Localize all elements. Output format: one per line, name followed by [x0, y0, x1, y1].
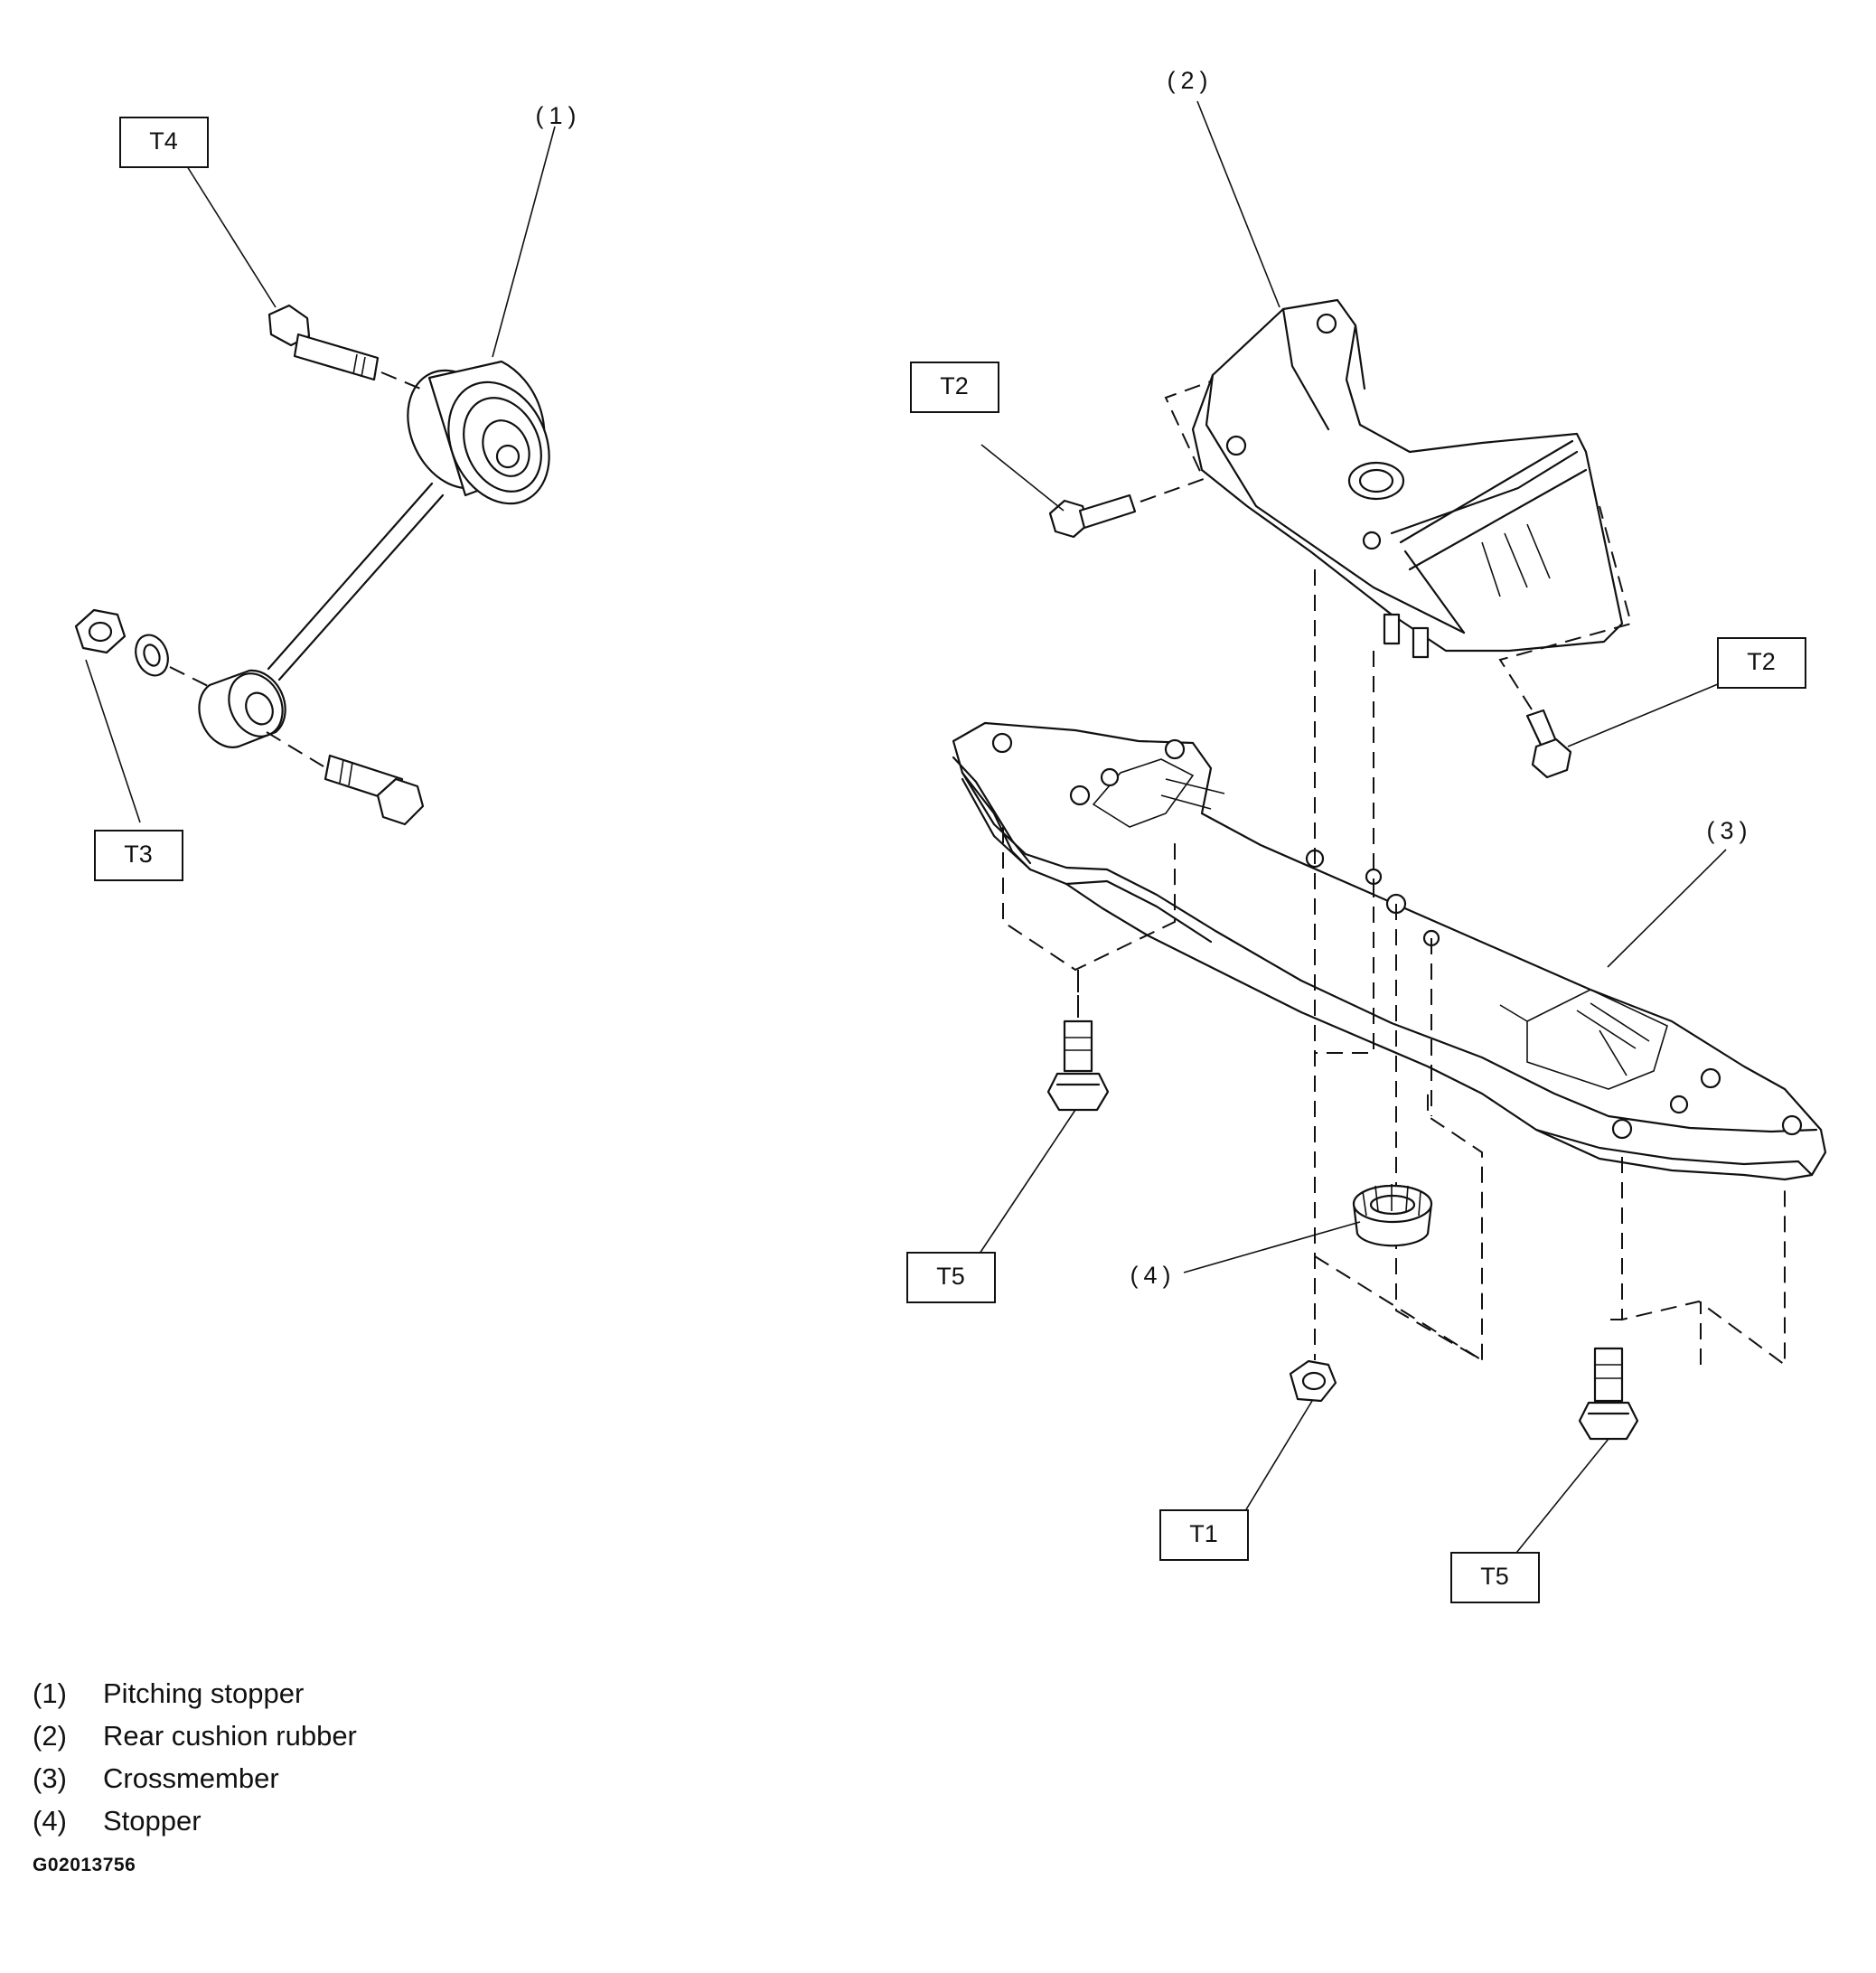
- parts-legend: (1) Pitching stopper (2) Rear cushion rubb…: [33, 1672, 357, 1842]
- callout-2: (2): [1168, 67, 1214, 94]
- rear-cushion-rubber-assembly: [1191, 298, 1624, 659]
- bolt-lower-left: [324, 754, 425, 826]
- bolt-t4: [267, 304, 380, 381]
- callout-1: (1): [536, 102, 582, 129]
- svg-text:T4: T4: [149, 127, 178, 155]
- washer: [135, 634, 169, 677]
- tag-t5-left: T5: [906, 1252, 996, 1303]
- tag-t2-left: T2: [910, 362, 999, 413]
- bolt-t5-right: [1578, 1347, 1639, 1441]
- tag-t3: T3: [94, 830, 183, 881]
- svg-text:T5: T5: [936, 1263, 965, 1290]
- legend-item: (4) Stopper: [33, 1799, 357, 1842]
- crossmember: [952, 721, 1827, 1181]
- pitching-stopper-assembly: [74, 304, 550, 826]
- legend-item: (1) Pitching stopper: [33, 1672, 357, 1715]
- callout-4: (4): [1130, 1262, 1177, 1289]
- nut-t3: [74, 608, 127, 654]
- tag-t4: T4: [119, 117, 209, 168]
- svg-text:T5: T5: [1480, 1563, 1509, 1590]
- svg-text:T2: T2: [1747, 648, 1776, 675]
- pitching-stopper-small-bushing: [198, 669, 286, 748]
- legend-number: (4): [33, 1805, 67, 1837]
- legend-number: (2): [33, 1720, 67, 1752]
- legend-item: (3) Crossmember: [33, 1757, 357, 1799]
- legend-text: Crossmember: [103, 1762, 279, 1794]
- legend-text: Stopper: [103, 1805, 202, 1837]
- legend-number: (1): [33, 1677, 67, 1709]
- bolt-t5-left: [1046, 1019, 1110, 1112]
- callout-3: (3): [1707, 817, 1753, 844]
- tag-t5-right: T5: [1450, 1552, 1540, 1603]
- figure-id: G02013756: [33, 1855, 136, 1875]
- legend-item: (2) Rear cushion rubber: [33, 1715, 357, 1757]
- bolt-t2-left: [1048, 493, 1137, 539]
- stopper: [1352, 1184, 1433, 1247]
- bolt-t2-right: [1525, 709, 1572, 779]
- legend-text: Pitching stopper: [103, 1677, 305, 1709]
- tag-t2-right: T2: [1717, 637, 1806, 689]
- nut-t1: [1289, 1359, 1337, 1403]
- legend-number: (3): [33, 1762, 67, 1794]
- svg-text:T3: T3: [124, 841, 153, 868]
- tag-t1: T1: [1159, 1509, 1249, 1561]
- legend-text: Rear cushion rubber: [103, 1720, 357, 1752]
- svg-text:T2: T2: [940, 372, 969, 399]
- pitching-stopper-large-bushing: [407, 360, 550, 505]
- svg-text:T1: T1: [1189, 1520, 1218, 1547]
- leader-lines: [85, 100, 1740, 1563]
